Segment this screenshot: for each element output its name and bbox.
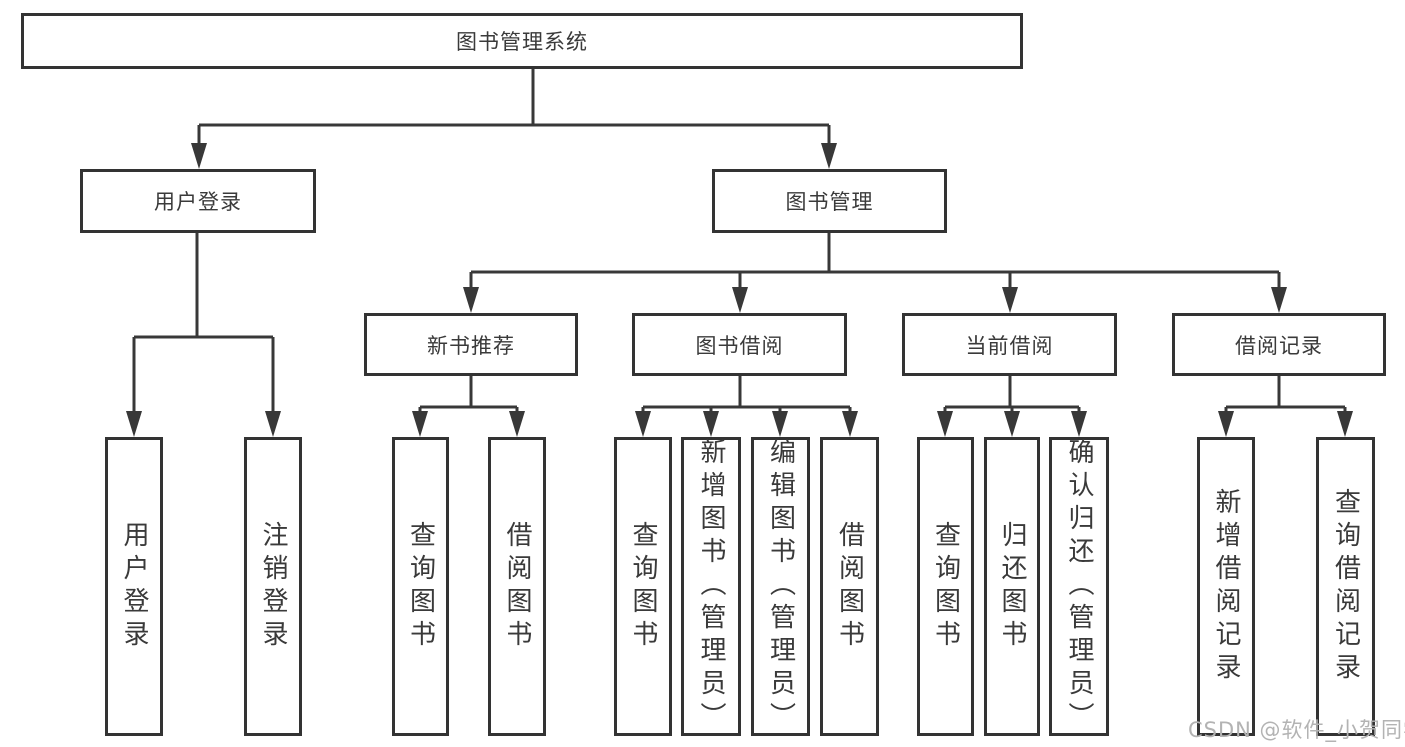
node-current-borrow-label: 当前借阅 (965, 333, 1054, 358)
leaf-query-borrow-record: 查询借阅记录 (1316, 437, 1375, 736)
node-current-borrow: 当前借阅 (902, 313, 1117, 376)
leaf-logout: 注销登录 (244, 437, 302, 736)
leaf-borrow-books-recommend: 借阅图书 (488, 437, 546, 736)
leaf-borrow-books-recommend-label: 借阅图书 (502, 520, 532, 653)
node-book-management-label: 图书管理 (785, 190, 874, 214)
leaf-query-books-borrow-label: 查询图书 (628, 520, 658, 653)
leaf-edit-books-admin-label: 编辑图书（管理员） (765, 438, 796, 735)
leaf-return-books: 归还图书 (984, 437, 1040, 736)
csdn-watermark: CSDN @软件_小贺同学 (1188, 718, 1405, 742)
leaf-query-books-current: 查询图书 (917, 437, 974, 736)
leaf-confirm-return-admin: 确认归还（管理员） (1049, 437, 1109, 736)
leaf-user-login-label: 用户登录 (119, 520, 149, 653)
leaf-user-login: 用户登录 (105, 437, 163, 736)
leaf-borrow-books: 借阅图书 (820, 437, 879, 736)
arrowhead-icons (126, 143, 1353, 437)
leaf-add-books-admin: 新增图书（管理员） (681, 437, 741, 736)
node-borrow-records-label: 借阅记录 (1235, 333, 1323, 358)
node-book-borrow: 图书借阅 (632, 313, 847, 376)
node-new-book-recommend: 新书推荐 (364, 313, 578, 376)
leaf-query-books-borrow: 查询图书 (614, 437, 672, 736)
leaf-logout-label: 注销登录 (258, 520, 288, 653)
leaf-query-books-current-label: 查询图书 (930, 520, 961, 653)
node-root: 图书管理系统 (21, 13, 1023, 69)
node-user-login-label: 用户登录 (154, 190, 242, 214)
leaf-confirm-return-admin-label: 确认归还（管理员） (1064, 438, 1094, 735)
leaf-query-books-recommend: 查询图书 (392, 437, 449, 736)
node-user-login: 用户登录 (80, 169, 316, 233)
leaf-add-books-admin-label: 新增图书（管理员） (696, 438, 726, 735)
leaf-borrow-books-label: 借阅图书 (834, 520, 865, 653)
node-book-management: 图书管理 (712, 169, 947, 233)
node-root-label: 图书管理系统 (456, 30, 588, 54)
leaf-add-borrow-record: 新增借阅记录 (1197, 437, 1255, 736)
leaf-edit-books-admin: 编辑图书（管理员） (751, 437, 810, 736)
leaf-query-borrow-record-label: 查询借阅记录 (1330, 487, 1361, 686)
leaf-add-borrow-record-label: 新增借阅记录 (1211, 487, 1241, 686)
node-new-book-recommend-label: 新书推荐 (427, 333, 515, 358)
leaf-query-books-recommend-label: 查询图书 (405, 520, 436, 653)
node-book-borrow-label: 图书借阅 (695, 333, 784, 358)
leaf-return-books-label: 归还图书 (997, 520, 1027, 653)
node-borrow-records: 借阅记录 (1172, 313, 1386, 376)
